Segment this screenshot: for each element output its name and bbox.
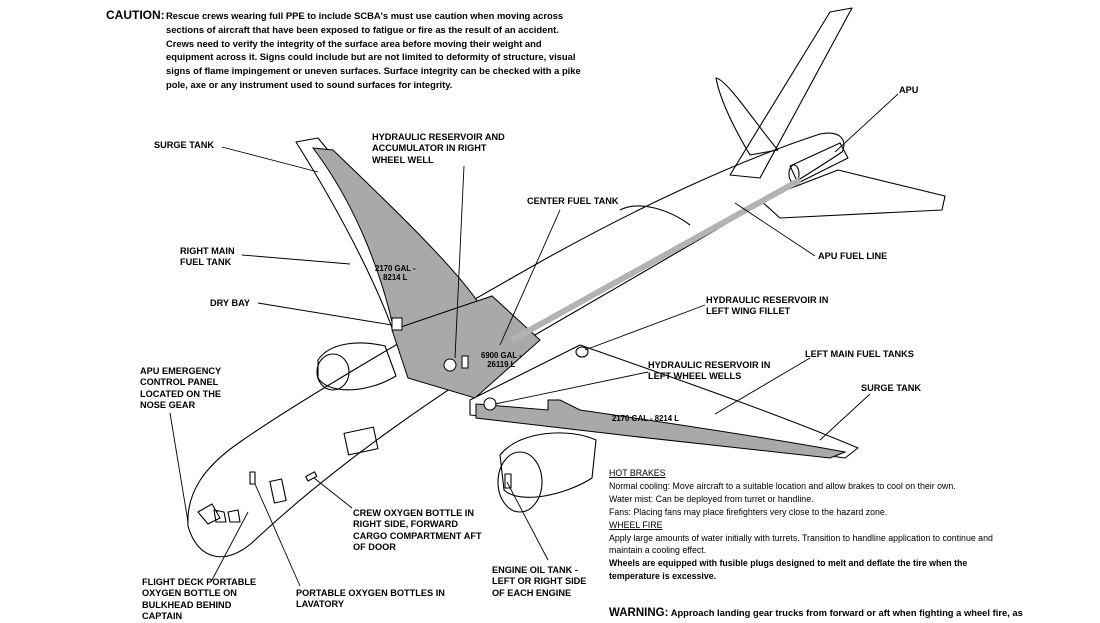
right-engine-outline [317,342,397,391]
label-right-main-fuel-tank: RIGHT MAIN FUEL TANK [180,246,235,268]
center-fuel-tank [391,295,541,399]
right-wheel-well-accumulator [461,355,469,369]
warning-heading: WARNING: [609,607,669,619]
engine-oil-tank [504,473,512,489]
leader-surge-tank-right [221,146,319,173]
cargo-door [343,426,379,456]
label-apu-fuel-line: APU FUEL LINE [818,251,888,261]
label-hydraulic-right-wheel-well: HYDRAULIC RESERVOIR AND ACCUMULATOR IN R… [372,132,505,165]
right-stabilizer-outline [715,77,779,156]
leader-left-wheel-wells [494,371,649,405]
oxygen-bottle [305,471,318,482]
wheel-fire-heading: WHEEL FIRE [609,519,663,530]
left-engine-inlet [497,451,543,513]
label-surge-tank-left: SURGE TANK [861,383,922,393]
wheel-fire-bold-line: Wheels are equipped with fusible plugs d… [609,558,968,569]
left-wheel-well-reservoir [483,397,497,411]
label-dry-bay: DRY BAY [210,298,250,308]
warning-block: WARNING: Approach landing gear trucks fr… [609,607,1023,619]
label-apu-emergency-panel: APU EMERGENCY CONTROL PANEL LOCATED ON T… [140,366,222,411]
capacity-left-tank: 2170 GAL - 8214 L [612,414,680,423]
label-hydraulic-left-wing-fillet: HYDRAULIC RESERVOIR IN LEFT WING FILLET [706,295,829,317]
leader-hydraulic-right [454,165,465,359]
capacity-right-tank: 2170 GAL - 8214 L [375,264,416,283]
leader-dry-bay [257,302,393,326]
leader-left-main [714,357,811,415]
label-portable-oxygen-lavatory: PORTABLE OXYGEN BOTTLES IN LAVATORY [296,588,445,610]
caution-block: CAUTION: Rescue crews wearing full PPE t… [106,8,606,92]
right-wheel-well-reservoir [443,358,457,372]
apu-fuel-line [510,177,802,343]
notes-block: HOT BRAKES Normal cooling: Move aircraft… [609,467,1079,583]
dry-bay-marker [391,317,403,331]
leader-left-wing-fillet [584,304,706,351]
label-apu: APU [899,85,919,95]
caution-line: equipment across it. Signs could include… [166,51,576,63]
label-surge-tank-right: SURGE TANK [154,140,215,150]
hot-brakes-heading: HOT BRAKES [609,468,666,478]
caution-line: sections of aircraft that have been expo… [166,23,559,35]
hot-brakes-line: Fans: Placing fans may place firefighter… [609,506,888,517]
label-flight-deck-oxygen: FLIGHT DECK PORTABLE OXYGEN BOTTLE ON BU… [142,577,257,622]
hot-brakes-line: Water mist: Can be deployed from turret … [609,493,814,504]
leader-apu-fuel-line [734,202,816,257]
cockpit-windows [197,503,241,525]
left-wing-fillet-reservoir [575,346,589,358]
wheel-fire-line: maintain a cooling effect. [609,545,707,556]
leader-engine-oil [506,481,549,561]
apu-outline [789,142,849,184]
wheel-fire-bold-line: temperature is excessive. [609,571,717,582]
forward-door [269,478,287,504]
caution-heading: CAUTION: [106,8,165,22]
lav-window [249,471,256,485]
hot-brakes-line: Normal cooling: Move aircraft to a suita… [609,480,956,491]
capacity-center-tank: 6900 GAL - 26119 L [481,351,522,370]
label-crew-oxygen-bottle: CREW OXYGEN BOTTLE IN RIGHT SIDE, FORWAR… [353,508,482,553]
warning-text: Approach landing gear trucks from forwar… [670,607,1023,618]
leader-flight-deck-oxygen [211,511,249,581]
caution-line: Crews need to verify the integrity of th… [166,37,542,49]
label-left-main-fuel-tanks: LEFT MAIN FUEL TANKS [805,349,914,359]
left-main-fuel-tank [475,399,847,459]
leader-apu [834,93,899,153]
fuselage-outline [187,132,845,558]
wheel-fire-line: Apply large amounts of water initially w… [609,532,993,543]
caution-line: signs of flame impingement or uneven sur… [166,65,581,77]
leader-apu-emergency [169,412,189,523]
leader-right-main [241,254,351,265]
label-center-fuel-tank: CENTER FUEL TANK [527,196,619,206]
label-hydraulic-left-wheel-wells: HYDRAULIC RESERVOIR IN LEFT WHEEL WELLS [648,360,771,382]
label-engine-oil-tank: ENGINE OIL TANK - LEFT OR RIGHT SIDE OF … [492,565,587,598]
wing-fillet-line [619,205,691,226]
leader-surge-tank-left [819,393,871,441]
caution-line: pole, axe or any instrument used to soun… [166,78,453,90]
leader-portable-oxygen [254,483,301,587]
leader-center-fuel [499,209,561,346]
leader-crew-oxygen [313,477,353,509]
right-main-fuel-tank [311,147,479,337]
vertical-tail-outline [729,7,853,179]
right-engine-inlet [316,353,350,391]
caution-line: Rescue crews wearing full PPE to include… [166,10,564,21]
left-engine-outline [499,432,597,498]
left-stabilizer-outline [759,169,946,219]
